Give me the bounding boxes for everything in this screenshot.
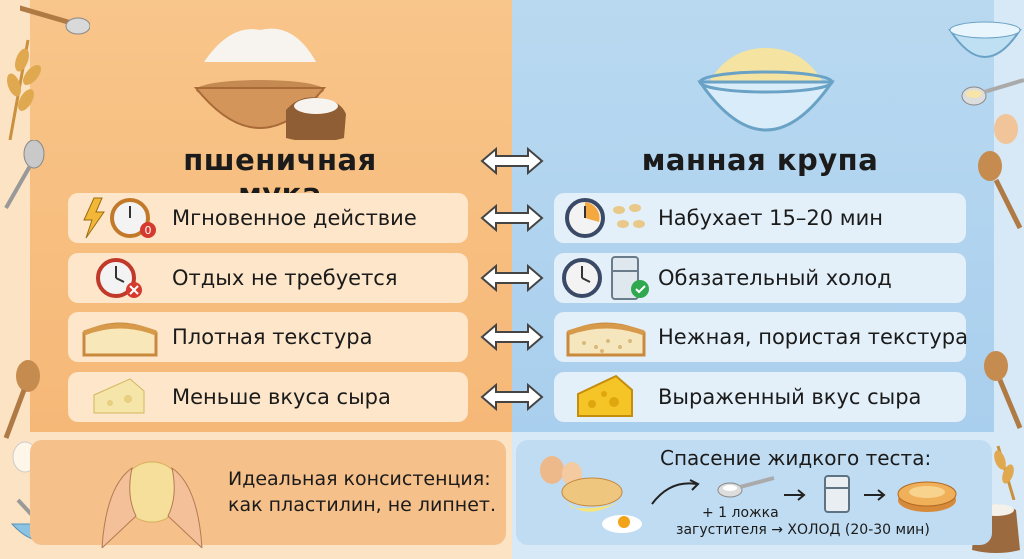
compare-arrow-icon xyxy=(480,146,544,176)
fridge-icon xyxy=(824,475,850,513)
yellow-cheese-icon xyxy=(554,374,658,420)
semolina-row-label: Нежная, пористая текстура xyxy=(658,325,968,349)
compare-arrow-icon xyxy=(480,263,544,293)
hands-dough-icon xyxy=(101,461,203,548)
spoon-icon xyxy=(717,476,775,498)
wheat-ears-icon xyxy=(994,445,1016,500)
rescue-step-spoon: + 1 ложка xyxy=(702,505,779,521)
flour-row-less-cheese: Меньше вкуса сыра xyxy=(68,372,468,422)
flour-row-label: Отдых не требуется xyxy=(172,266,398,290)
flour-bowl-icon xyxy=(193,28,346,140)
flour-row-label: Мгновенное действие xyxy=(172,206,417,230)
flour-row-no-rest: Отдых не требуется xyxy=(68,253,468,303)
consistency-tip: Идеальная консистенция: как пластилин, н… xyxy=(228,466,508,518)
wooden-spoon-icon xyxy=(984,351,1023,429)
consistency-tip-line2: как пластилин, не липнет. xyxy=(228,494,496,516)
pale-cheese-icon xyxy=(68,375,172,419)
semolina-title: манная крупа xyxy=(641,143,879,177)
semolina-row-swells: Набухает 15–20 мин xyxy=(554,193,966,243)
semolina-row-label: Обязательный холод xyxy=(658,266,892,290)
compare-arrow-icon xyxy=(480,382,544,412)
consistency-tip-line1: Идеальная консистенция: xyxy=(228,468,491,490)
wheat-ears-icon xyxy=(7,39,41,140)
liquid-dough-egg-icon xyxy=(540,456,642,533)
rescue-step-cold: загустителя → ХОЛОД (20-30 мин) xyxy=(676,522,930,538)
compare-arrow-icon xyxy=(480,203,544,233)
dense-bread-icon xyxy=(68,315,172,359)
flour-row-label: Меньше вкуса сыра xyxy=(172,385,391,409)
clock-cross-icon xyxy=(68,256,172,300)
curved-arrow-icon xyxy=(651,479,700,505)
zero-badge: 0 xyxy=(145,224,152,237)
flour-row-instant: 0 Мгновенное действие xyxy=(68,193,468,243)
egg-icon xyxy=(994,114,1018,144)
spoon-icon xyxy=(20,5,90,35)
arrow-right-icon xyxy=(864,489,886,501)
arrow-right-icon xyxy=(784,489,806,501)
semolina-row-more-cheese: Выраженный вкус сыра xyxy=(554,372,966,422)
flour-row-label: Плотная текстура xyxy=(172,325,373,349)
glass-bowl-icon xyxy=(948,21,1022,58)
porous-bread-icon xyxy=(554,315,658,359)
wooden-spoon-icon xyxy=(3,360,40,439)
semolina-row-label: Набухает 15–20 мин xyxy=(658,206,884,230)
semolina-row-label: Выраженный вкус сыра xyxy=(658,385,922,409)
wooden-spoon-icon xyxy=(978,151,1023,230)
semolina-row-cold: Обязательный холод xyxy=(554,253,966,303)
rescue-title: Спасение жидкого теста: xyxy=(660,446,932,470)
lightning-clock-icon: 0 xyxy=(68,196,172,240)
spoon-icon xyxy=(4,140,45,209)
clock-fridge-icon xyxy=(554,255,658,301)
flour-row-dense: Плотная текстура xyxy=(68,312,468,362)
semolina-bowl-icon xyxy=(697,48,835,132)
semolina-row-porous: Нежная, пористая текстура xyxy=(554,312,968,362)
clock-grains-icon xyxy=(554,196,658,240)
cheese-pancake-icon xyxy=(897,481,957,512)
compare-arrow-icon xyxy=(480,322,544,352)
measuring-spoon-icon xyxy=(961,78,1024,106)
